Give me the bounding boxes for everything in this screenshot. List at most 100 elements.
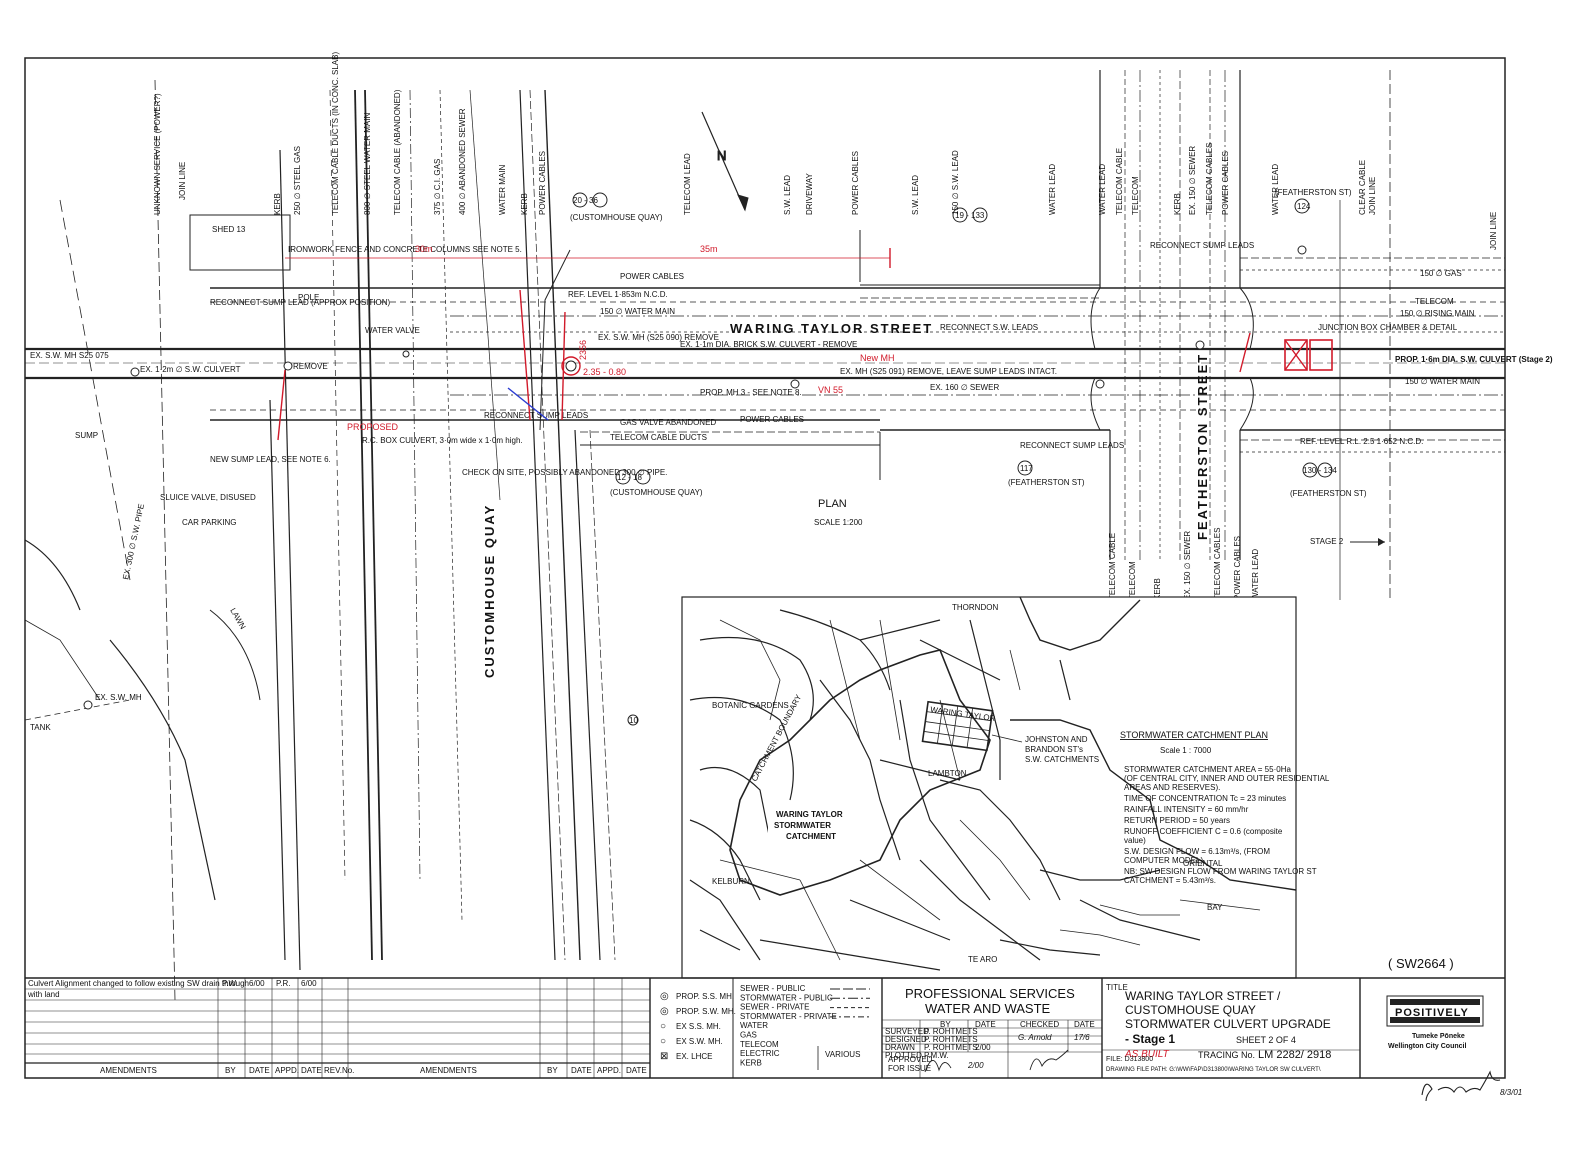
- amendment-entry: Culvert Alignment changed to follow exis…: [28, 979, 249, 988]
- reconnect-sw-leads-label: RECONNECT S.W. LEADS: [940, 323, 1038, 332]
- catchment-note: (OF CENTRAL CITY, INNER AND OUTER RESIDE…: [1124, 774, 1330, 783]
- north-label: N: [717, 148, 726, 163]
- office-col-date: DATE: [975, 1020, 996, 1029]
- catchment-inset: THORNDON BOTANIC GARDENS LAMBTON KELBURN…: [681, 596, 1330, 979]
- amend-col-date-r: DATE: [571, 1066, 592, 1075]
- pipe-300-label: EX. 300 ∅ S.W. PIPE: [121, 503, 146, 580]
- amend-col-date2: DATE: [301, 1066, 322, 1075]
- ex-water-main-label: 150 ∅ WATER MAIN: [1405, 377, 1480, 386]
- office-block: PROFESSIONAL SERVICES WATER AND WASTE BY…: [885, 986, 1095, 1073]
- title-line1: WARING TAYLOR STREET /: [1125, 989, 1281, 1003]
- approval-signatures: [924, 1049, 1069, 1073]
- power-cables-label: POWER CABLES: [740, 415, 804, 424]
- office-col-date2: DATE: [1074, 1020, 1095, 1029]
- amend-col-appd-r: APPD.: [597, 1066, 621, 1075]
- legend-symbol-icon: ○: [660, 1021, 666, 1032]
- lawn-label: LAWN: [228, 607, 247, 631]
- legend-line-label: WATER: [740, 1021, 768, 1030]
- featherston-st-small-bottom: (FEATHERSTON ST): [1290, 489, 1367, 498]
- tracing-label: TRACING No.: [1198, 1050, 1255, 1060]
- legend-symbol-label: EX S.W. MH.: [676, 1037, 723, 1046]
- office-checked-date: 17/6: [1074, 1033, 1090, 1042]
- catchment-note: S.W. DESIGN FLOW = 6.13m³/s, (FROM: [1124, 847, 1270, 856]
- catchment-note: RUNOFF COEFFICIENT C = 0.6 (composite: [1124, 827, 1283, 836]
- amend-col-appd: APPD.: [275, 1066, 299, 1075]
- legend-symbol-icon: ◎: [660, 1006, 669, 1017]
- gas-valve-label: GAS VALVE ABANDONED: [620, 418, 716, 427]
- waring-taylor-street-plan: [25, 230, 1505, 480]
- signature-date: 8/3/01: [1500, 1088, 1522, 1097]
- red-dim-level: 2.35 - 0.80: [583, 367, 626, 377]
- catchment-plan-title: STORMWATER CATCHMENT PLAN: [1120, 730, 1268, 740]
- place-lambton: LAMBTON: [928, 769, 967, 778]
- red-annotations: 30m 35m New MH 2.35 - 0.80 2356 VN 55: [415, 244, 895, 395]
- legend-line-label: ELECTRIC: [740, 1049, 780, 1058]
- office-person: P. ROHTMETS: [924, 1043, 978, 1052]
- stage-2-marker: STAGE 2: [1310, 537, 1344, 546]
- catchment-note: RETURN PERIOD = 50 years: [1124, 816, 1230, 825]
- vertical-label-lower: TELECOM CABLE: [1108, 533, 1117, 600]
- amend-col-by: BY: [225, 1066, 236, 1075]
- join-line-right: JOIN LINE: [1489, 212, 1498, 250]
- catchment-note: TIME OF CONCENTRATION Tc = 23 minutes: [1124, 794, 1286, 803]
- council-logo: POSITIVELY Tumeke Pōneke Wellington City…: [1386, 995, 1484, 1050]
- tracing-number: LM 2282/ 2918: [1258, 1049, 1331, 1061]
- legend-line-label: TELECOM: [740, 1040, 779, 1049]
- legend-symbol-label: PROP. S.W. MH.: [676, 1007, 736, 1016]
- amendment-date2: 6/00: [301, 979, 317, 988]
- water-valve-label: WATER VALVE: [365, 326, 420, 335]
- office-role: DRAWN: [885, 1043, 915, 1052]
- waring-taylor-street-label: WARING TAYLOR STREET: [730, 321, 933, 336]
- catchment-note: value): [1124, 836, 1146, 845]
- vertical-label: TELECOM CABLE (ABANDONED): [393, 89, 402, 215]
- catchment-note: CATCHMENT = 5.43m³/s.: [1124, 876, 1216, 885]
- vertical-label: 150 ∅ S.W. LEAD: [951, 150, 960, 215]
- archive-stamp: ( SW2664 ): [1388, 956, 1454, 971]
- vertical-label: 375 ∅ C.I. GAS: [433, 159, 442, 215]
- ref-level-label: REF. LEVEL 1·853m N.C.D.: [568, 290, 668, 299]
- vertical-label: WATER LEAD: [1098, 164, 1107, 215]
- vertical-label: WATER MAIN: [498, 165, 507, 215]
- legend-line-label: GAS: [740, 1031, 757, 1040]
- logo-word: POSITIVELY: [1395, 1007, 1469, 1019]
- box-culvert-label: R.C. BOX CULVERT, 3·0m wide x 1·0m high.: [362, 436, 523, 445]
- manhole-mid: [565, 360, 577, 372]
- legend-symbol-label: EX S.S. MH.: [676, 1022, 721, 1031]
- amend-col-rev: REV.No.: [324, 1066, 354, 1075]
- council-line2: Wellington City Council: [1388, 1043, 1466, 1050]
- catchment-note: NB: SW DESIGN FLOW FROM WARING TAYLOR ST: [1124, 867, 1317, 876]
- office-checked-by: G. Arnold: [1018, 1033, 1052, 1042]
- vertical-label: 400 ∅ ABANDONED SEWER: [458, 108, 467, 215]
- customhouse-quay-small-lower: (CUSTOMHOUSE QUAY): [610, 488, 703, 497]
- amend-col-date: DATE: [249, 1066, 270, 1075]
- manhole-left: [130, 367, 140, 377]
- featherston-st-small: (FEATHERSTON ST): [1008, 478, 1085, 487]
- reconnect-sump-lead-left: RECONNECT SUMP LEAD (APPROX POSITION): [210, 298, 391, 307]
- vertical-label-lower: WATER LEAD: [1251, 549, 1260, 600]
- legend-line-label: STORMWATER - PRIVATE: [740, 1012, 837, 1021]
- legend-symbol-icon: ○: [660, 1036, 666, 1047]
- red-dim-30m: 30m: [415, 244, 433, 254]
- new-sump-label: NEW SUMP LEAD, SEE NOTE 6.: [210, 455, 331, 464]
- red-dim-vertical: 2356: [578, 340, 588, 360]
- join-line-left: JOIN LINE: [178, 162, 187, 200]
- amendment-entry-2: with land: [27, 990, 60, 999]
- amend-footer-left: AMENDMENTS: [100, 1066, 157, 1075]
- catchment-note: COMPUTER MODEL): [1124, 856, 1203, 865]
- place-bay: BAY: [1207, 903, 1223, 912]
- num-12-18: 12 - 18: [617, 473, 642, 482]
- check-on-site-label: CHECK ON SITE, POSSIBLY ABANDONED 300 ∅ …: [462, 468, 667, 477]
- ex-sw-mh-low: EX. S.W. MH: [95, 693, 142, 702]
- amend-col-by-r: BY: [547, 1066, 558, 1075]
- legend-various: VARIOUS: [825, 1050, 860, 1059]
- place-botanic: BOTANIC GARDENS: [712, 701, 789, 710]
- legend-symbol-label: EX. LHCE: [676, 1052, 712, 1061]
- vertical-label-lower: TELECOM: [1128, 561, 1137, 600]
- shed-label: SHED 13: [212, 225, 246, 234]
- vertical-label-lower: POWER CABLES: [1233, 536, 1242, 600]
- vertical-label: DRIVEWAY: [805, 173, 814, 215]
- vertical-label-lower: KERB: [1153, 578, 1162, 600]
